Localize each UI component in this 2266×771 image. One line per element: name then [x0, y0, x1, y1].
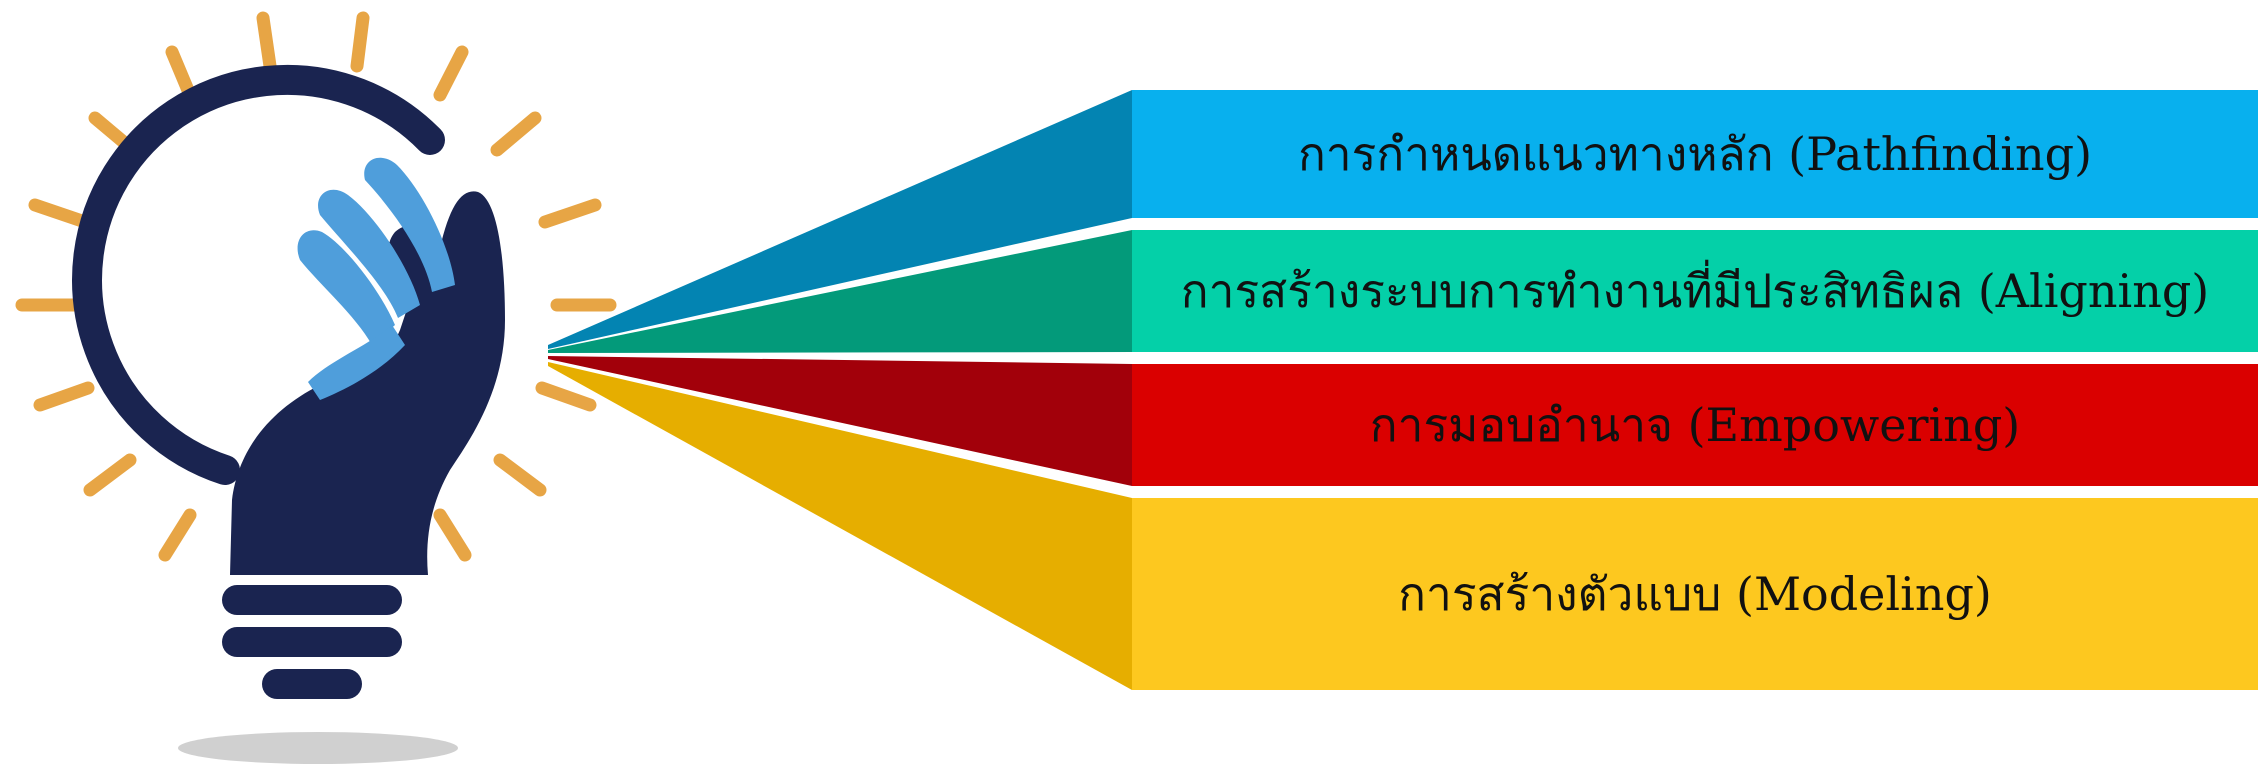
band-label-1: การกำหนดแนวทางหลัก (Pathfinding) — [1298, 127, 2092, 181]
bulb-shadow — [178, 732, 458, 764]
band-label-2: การสร้างระบบการทำงานที่มีประสิทธิผล (Ali… — [1181, 259, 2209, 318]
band-label-3: การมอบอำนาจ (Empowering) — [1370, 398, 2020, 452]
lightbulb-hand-icon — [22, 18, 610, 764]
item-bands: การกำหนดแนวทางหลัก (Pathfinding) การสร้าง… — [1132, 90, 2258, 690]
band-label-4: การสร้างตัวแบบ (Modeling) — [1398, 567, 1992, 621]
connector-funnels — [548, 90, 1132, 690]
bulb-base — [222, 585, 402, 699]
